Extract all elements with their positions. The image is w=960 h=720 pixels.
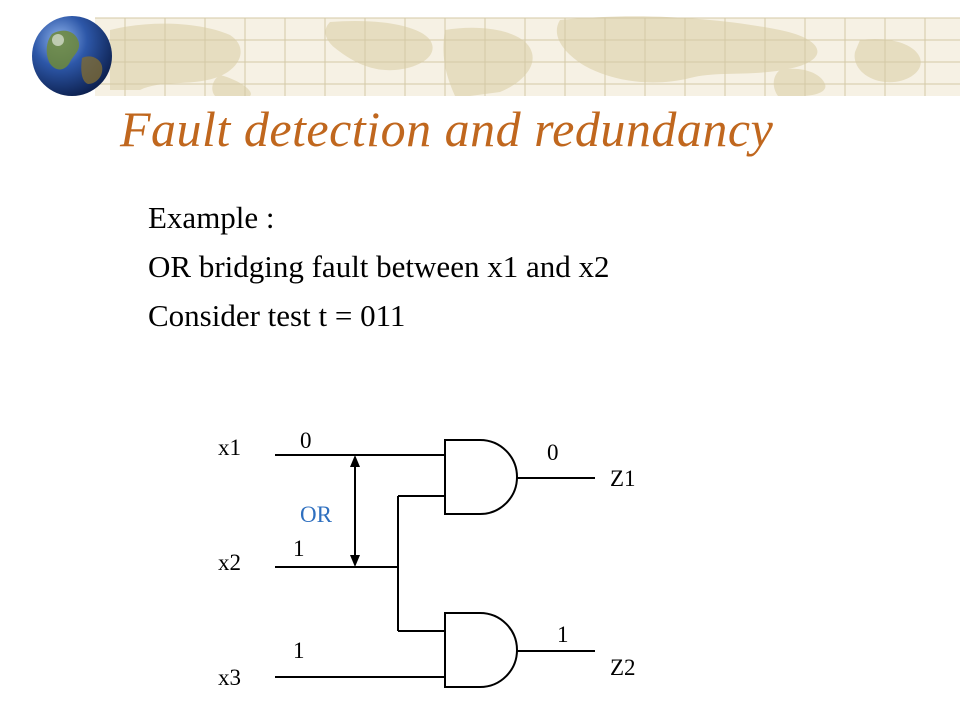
input-value-x3: 1 — [293, 638, 305, 663]
input-label-x1: x1 — [218, 435, 241, 460]
body-line-test: Consider test t = 011 — [148, 298, 406, 333]
input-label-x2: x2 — [218, 550, 241, 575]
bridge-arrow-head-bottom — [350, 555, 360, 567]
input-value-x1: 0 — [300, 428, 312, 453]
globe-icon — [32, 16, 112, 96]
and-gate-2 — [444, 612, 518, 688]
bridge-label: OR — [300, 502, 333, 527]
output-label-z1: Z1 — [610, 466, 636, 491]
input-label-x3: x3 — [218, 665, 241, 690]
and-gate-1 — [444, 439, 518, 515]
body-line-example: Example : — [148, 200, 275, 235]
input-value-x2: 1 — [293, 536, 305, 561]
slide-title: Fault detection and redundancy — [120, 101, 774, 157]
output-label-z2: Z2 — [610, 655, 636, 680]
body-line-fault: OR bridging fault between x1 and x2 — [148, 249, 610, 284]
world-map-banner — [95, 16, 960, 96]
output-value-z1: 0 — [547, 440, 559, 465]
slide-body: Example : OR bridging fault between x1 a… — [148, 193, 609, 340]
output-value-z2: 1 — [557, 622, 569, 647]
bridge-arrow-head-top — [350, 455, 360, 467]
